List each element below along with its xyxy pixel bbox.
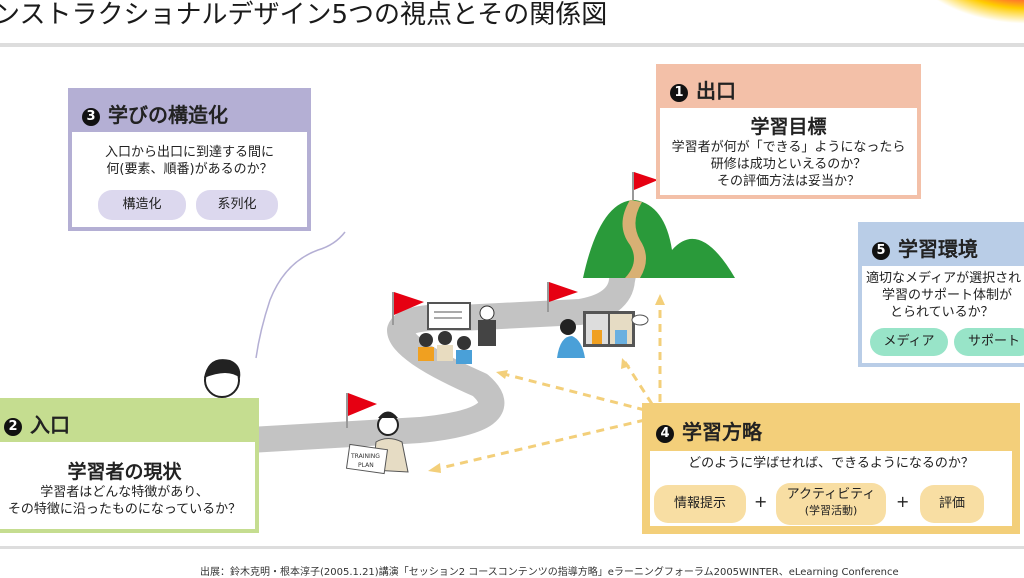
exit-text: 研修は成功といえるのか？ xyxy=(710,157,867,172)
exit-header: 1 出口 xyxy=(660,68,917,108)
pill-structuring: 構造化 xyxy=(98,190,186,220)
strategy-header: 4 学習方略 xyxy=(646,407,1016,451)
source-footer: 出展：鈴木克明・根本淳子(2005.1.21)講演「セッション2 コースコンテン… xyxy=(200,567,899,578)
environment-header: 5 学習環境 xyxy=(862,226,1024,266)
exit-heading: 学習目標 xyxy=(750,116,827,138)
pill-support: サポート xyxy=(954,328,1024,356)
entry-title: 入口 xyxy=(30,413,70,437)
flag-icon xyxy=(346,172,658,428)
activity-label: アクティビティ xyxy=(786,487,876,502)
entry-heading: 学習者の現状 xyxy=(67,461,182,483)
plus-sign: + xyxy=(754,492,768,511)
entry-box: 2 入口 学習者の現状 学習者はどんな特徴があり、 その特徴に沿ったものになってい… xyxy=(0,398,259,533)
number-badge: 4 xyxy=(656,425,674,443)
exit-text: その評価方法は妥当か？ xyxy=(716,174,860,189)
exit-title: 出口 xyxy=(696,79,736,103)
entry-body: 学習者の現状 学習者はどんな特徴があり、 その特徴に沿ったものになっているか？ xyxy=(0,442,255,529)
number-badge: 3 xyxy=(82,108,100,126)
planner-person: TRAINING PLAN xyxy=(345,411,409,475)
number-badge: 2 xyxy=(4,418,22,436)
environment-body: 適切なメディアが選択され 学習のサポート体制が とられているか？ メディア サポ… xyxy=(862,266,1024,363)
mountain xyxy=(583,200,735,278)
online-scene xyxy=(557,311,649,358)
plus-sign: + xyxy=(896,492,910,511)
exit-box: 1 出口 学習目標 学習者が何が「できる」ようになったら 研修は成功といえるのか？… xyxy=(656,64,921,199)
strategy-title: 学習方略 xyxy=(682,420,762,444)
structure-body: 入口から出口に到達する間に 何(要素、順番)があるのか？ 構造化 系列化 xyxy=(72,132,307,227)
title-divider xyxy=(0,43,1024,47)
structure-title: 学びの構造化 xyxy=(108,103,228,127)
pill-activity: アクティビティ (学習活動) xyxy=(776,483,886,525)
exit-text: 学習者が何が「できる」ようになったら xyxy=(671,140,906,155)
structure-text: 何(要素、順番)があるのか？ xyxy=(106,162,273,177)
training-plan-label: TRAINING xyxy=(350,453,380,460)
training-plan-label-2: PLAN xyxy=(358,462,374,469)
activity-sublabel: (学習活動) xyxy=(804,504,858,517)
pill-sequencing: 系列化 xyxy=(196,190,278,220)
lecture-scene xyxy=(418,302,496,364)
environment-text: 学習のサポート体制が xyxy=(882,288,1013,303)
environment-box: 5 学習環境 適切なメディアが選択され 学習のサポート体制が とられているか？ メ… xyxy=(858,222,1024,367)
page-title: ンストラクショナルデザイン5つの視点とその関係図 xyxy=(0,0,608,30)
strategy-question: どのように学ばせれば、できるようになるのか？ xyxy=(688,456,974,471)
entry-header: 2 入口 xyxy=(0,402,255,442)
pill-media: メディア xyxy=(870,328,948,356)
entry-text: 学習者はどんな特徴があり、 xyxy=(40,485,209,500)
exit-body: 学習目標 学習者が何が「できる」ようになったら 研修は成功といえるのか？ その評… xyxy=(660,108,917,195)
entry-text: その特徴に沿ったものになっているか？ xyxy=(7,502,242,517)
environment-text: 適切なメディアが選択され xyxy=(866,271,1022,286)
strategy-arrows xyxy=(431,300,662,472)
structure-text: 入口から出口に到達する間に xyxy=(104,145,274,160)
structure-brace xyxy=(255,231,346,359)
environment-text: とられているか？ xyxy=(890,305,994,320)
pill-evaluation: 評価 xyxy=(920,485,984,523)
footer-divider xyxy=(0,546,1024,549)
structure-header: 3 学びの構造化 xyxy=(72,92,307,132)
pill-information: 情報提示 xyxy=(654,485,746,523)
strategy-body: どのように学ばせれば、できるようになるのか？ 情報提示 + アクティビティ (学習… xyxy=(650,451,1012,526)
arrow-head-icon xyxy=(428,294,665,473)
environment-title: 学習環境 xyxy=(898,237,978,261)
number-badge: 5 xyxy=(872,242,890,260)
strategy-box: 4 学習方略 どのように学ばせれば、できるようになるのか？ 情報提示 + アクティ… xyxy=(642,403,1020,534)
number-badge: 1 xyxy=(670,84,688,102)
road xyxy=(249,247,641,453)
logo-decoration xyxy=(932,0,1024,32)
structure-box: 3 学びの構造化 入口から出口に到達する間に 何(要素、順番)があるのか？ 構造化… xyxy=(68,88,311,231)
